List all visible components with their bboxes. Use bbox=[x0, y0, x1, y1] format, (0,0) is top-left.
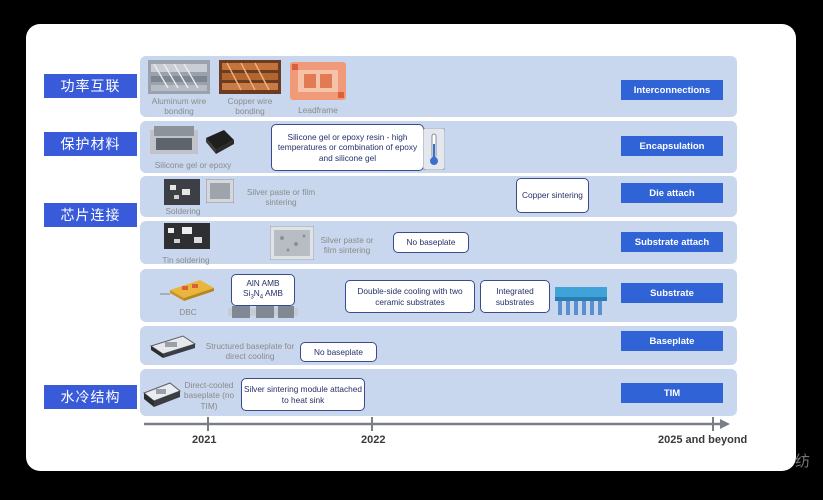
si3n4-sub-4: 4 bbox=[259, 294, 264, 301]
dbc-image bbox=[160, 280, 214, 301]
direct-cooled-text: Direct-cooled baseplate (no TIM) bbox=[183, 380, 235, 411]
timeline-axis bbox=[144, 417, 730, 431]
structured-baseplate-image bbox=[149, 335, 197, 358]
amb-box: AlN AMB Si3N4 AMB bbox=[231, 274, 295, 306]
label-substrate: Substrate bbox=[621, 283, 723, 303]
category-protective-materials: 保护材料 bbox=[44, 132, 137, 156]
si3n4-si: Si bbox=[243, 288, 251, 299]
label-baseplate: Baseplate bbox=[621, 331, 723, 351]
leadframe-image bbox=[290, 62, 346, 100]
si3n4-amb: AMB bbox=[263, 288, 283, 299]
integrated-substrate-image bbox=[555, 287, 607, 315]
category-chip-connection: 芯片连接 bbox=[44, 203, 137, 227]
corner-watermark-glyph: 纺 bbox=[795, 452, 811, 470]
year-2022: 2022 bbox=[361, 434, 386, 446]
year-2025-beyond: 2025 and beyond bbox=[658, 434, 748, 446]
silicone-gel-image bbox=[150, 126, 198, 154]
year-2021: 2021 bbox=[192, 434, 217, 446]
amb-substrate-image bbox=[228, 306, 298, 318]
silicone-gel-text: Silicone gel or epoxy bbox=[154, 160, 232, 170]
category-power-interconnect: 功率互联 bbox=[44, 74, 137, 98]
no-baseplate-substrate-box: No baseplate bbox=[393, 232, 469, 253]
aluminum-wire-image bbox=[148, 60, 210, 94]
label-encapsulation: Encapsulation bbox=[621, 136, 723, 156]
si3n4-sub-3: 3 bbox=[250, 294, 254, 301]
dbc-text: DBC bbox=[179, 307, 197, 317]
silver-sinter-sub-image bbox=[270, 226, 314, 260]
label-die-attach: Die attach bbox=[621, 183, 723, 203]
soldering-image bbox=[164, 179, 200, 205]
silicone-resin-box: Silicone gel or epoxy resin - high tempe… bbox=[271, 124, 424, 171]
label-substrate-attach: Substrate attach bbox=[621, 232, 723, 252]
structured-baseplate-text: Structured baseplate for direct cooling bbox=[205, 341, 295, 362]
leadframe-text: Leadframe bbox=[298, 105, 338, 115]
silver-paste-die-text: Silver paste or film sintering bbox=[246, 187, 316, 208]
thermometer-icon bbox=[423, 128, 445, 170]
silver-paste-sub-text: Silver paste or film sintering bbox=[320, 235, 374, 256]
si3n4-n: N bbox=[253, 288, 260, 299]
label-tim: TIM bbox=[621, 383, 723, 403]
aln-amb-text: AlN AMB bbox=[246, 277, 280, 288]
category-water-cooling: 水冷结构 bbox=[44, 385, 137, 409]
direct-cooled-baseplate-image bbox=[143, 382, 181, 407]
no-baseplate-base-box: No baseplate bbox=[300, 342, 377, 362]
aluminum-wire-text: Aluminum wire bonding bbox=[151, 96, 207, 117]
double-side-cooling-box: Double-side cooling with two ceramic sub… bbox=[345, 280, 475, 313]
copper-sintering-box: Copper sintering bbox=[516, 178, 589, 213]
soldering-text: Soldering bbox=[165, 206, 201, 216]
copper-wire-text: Copper wire bonding bbox=[227, 96, 273, 117]
label-interconnections: Interconnections bbox=[621, 80, 723, 100]
copper-wire-image bbox=[219, 60, 281, 94]
silver-sintering-module-box: Silver sintering module attached to heat… bbox=[241, 378, 365, 411]
epoxy-chip-image bbox=[206, 130, 234, 154]
tin-soldering-image bbox=[164, 223, 210, 249]
integrated-substrates-box: Integrated substrates bbox=[480, 280, 550, 313]
tin-soldering-text: Tin soldering bbox=[162, 255, 210, 265]
si3n4-amb-text: Si3N4 AMB bbox=[243, 288, 283, 302]
silver-sinter-die-image bbox=[206, 179, 234, 203]
